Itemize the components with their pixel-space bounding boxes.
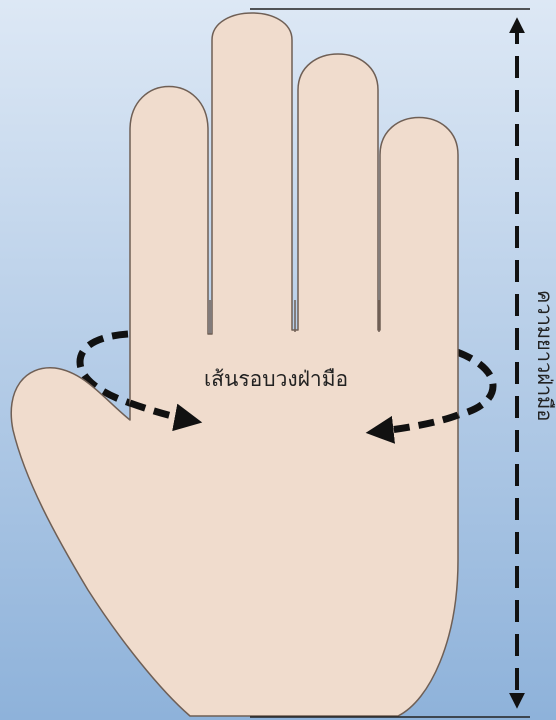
palm-circumference-label: เส้นรอบวงฝ่ามือ — [204, 367, 348, 391]
hand-length-label: ความยาวฝ่ามือ — [533, 290, 556, 421]
